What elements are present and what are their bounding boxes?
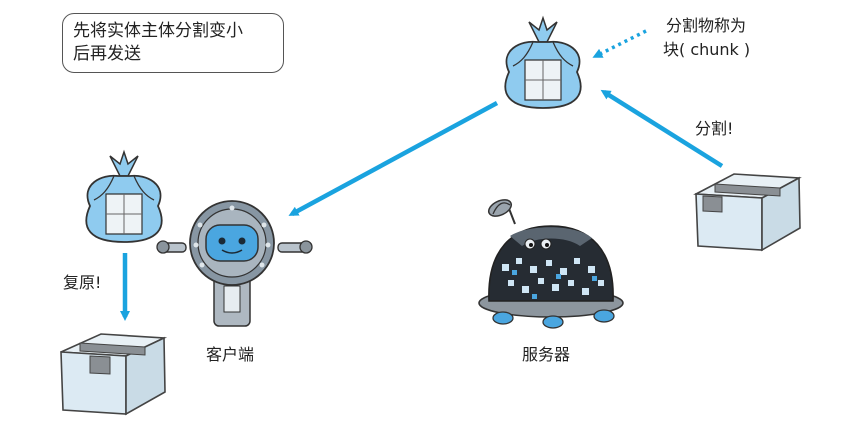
send-arrow — [288, 101, 499, 216]
chunk-pointer-arrow — [592, 29, 647, 58]
arrows — [120, 29, 724, 321]
split-arrow — [600, 89, 724, 168]
client-label: 客户端 — [206, 345, 255, 364]
chunk-bundle-top — [504, 15, 582, 109]
explanation-note: 先将实体主体分割变小 后再发送 — [62, 13, 284, 73]
server-label: 服务器 — [522, 345, 571, 364]
chunk-bundle-left — [85, 149, 163, 243]
client-robot — [156, 200, 313, 327]
server-robot — [478, 199, 624, 329]
note-line-1: 先将实体主体分割变小 — [73, 21, 243, 41]
package-box-right — [693, 173, 802, 252]
package-box-left — [60, 333, 168, 416]
server-display-pixels — [502, 258, 604, 295]
chunk-caption-line1: 分割物称为 — [666, 16, 747, 35]
chunk-caption-line2: 块( chunk ) — [663, 40, 751, 59]
note-line-2: 后再发送 — [73, 44, 141, 64]
split-label: 分割! — [695, 119, 734, 138]
restore-label: 复原! — [63, 273, 102, 292]
